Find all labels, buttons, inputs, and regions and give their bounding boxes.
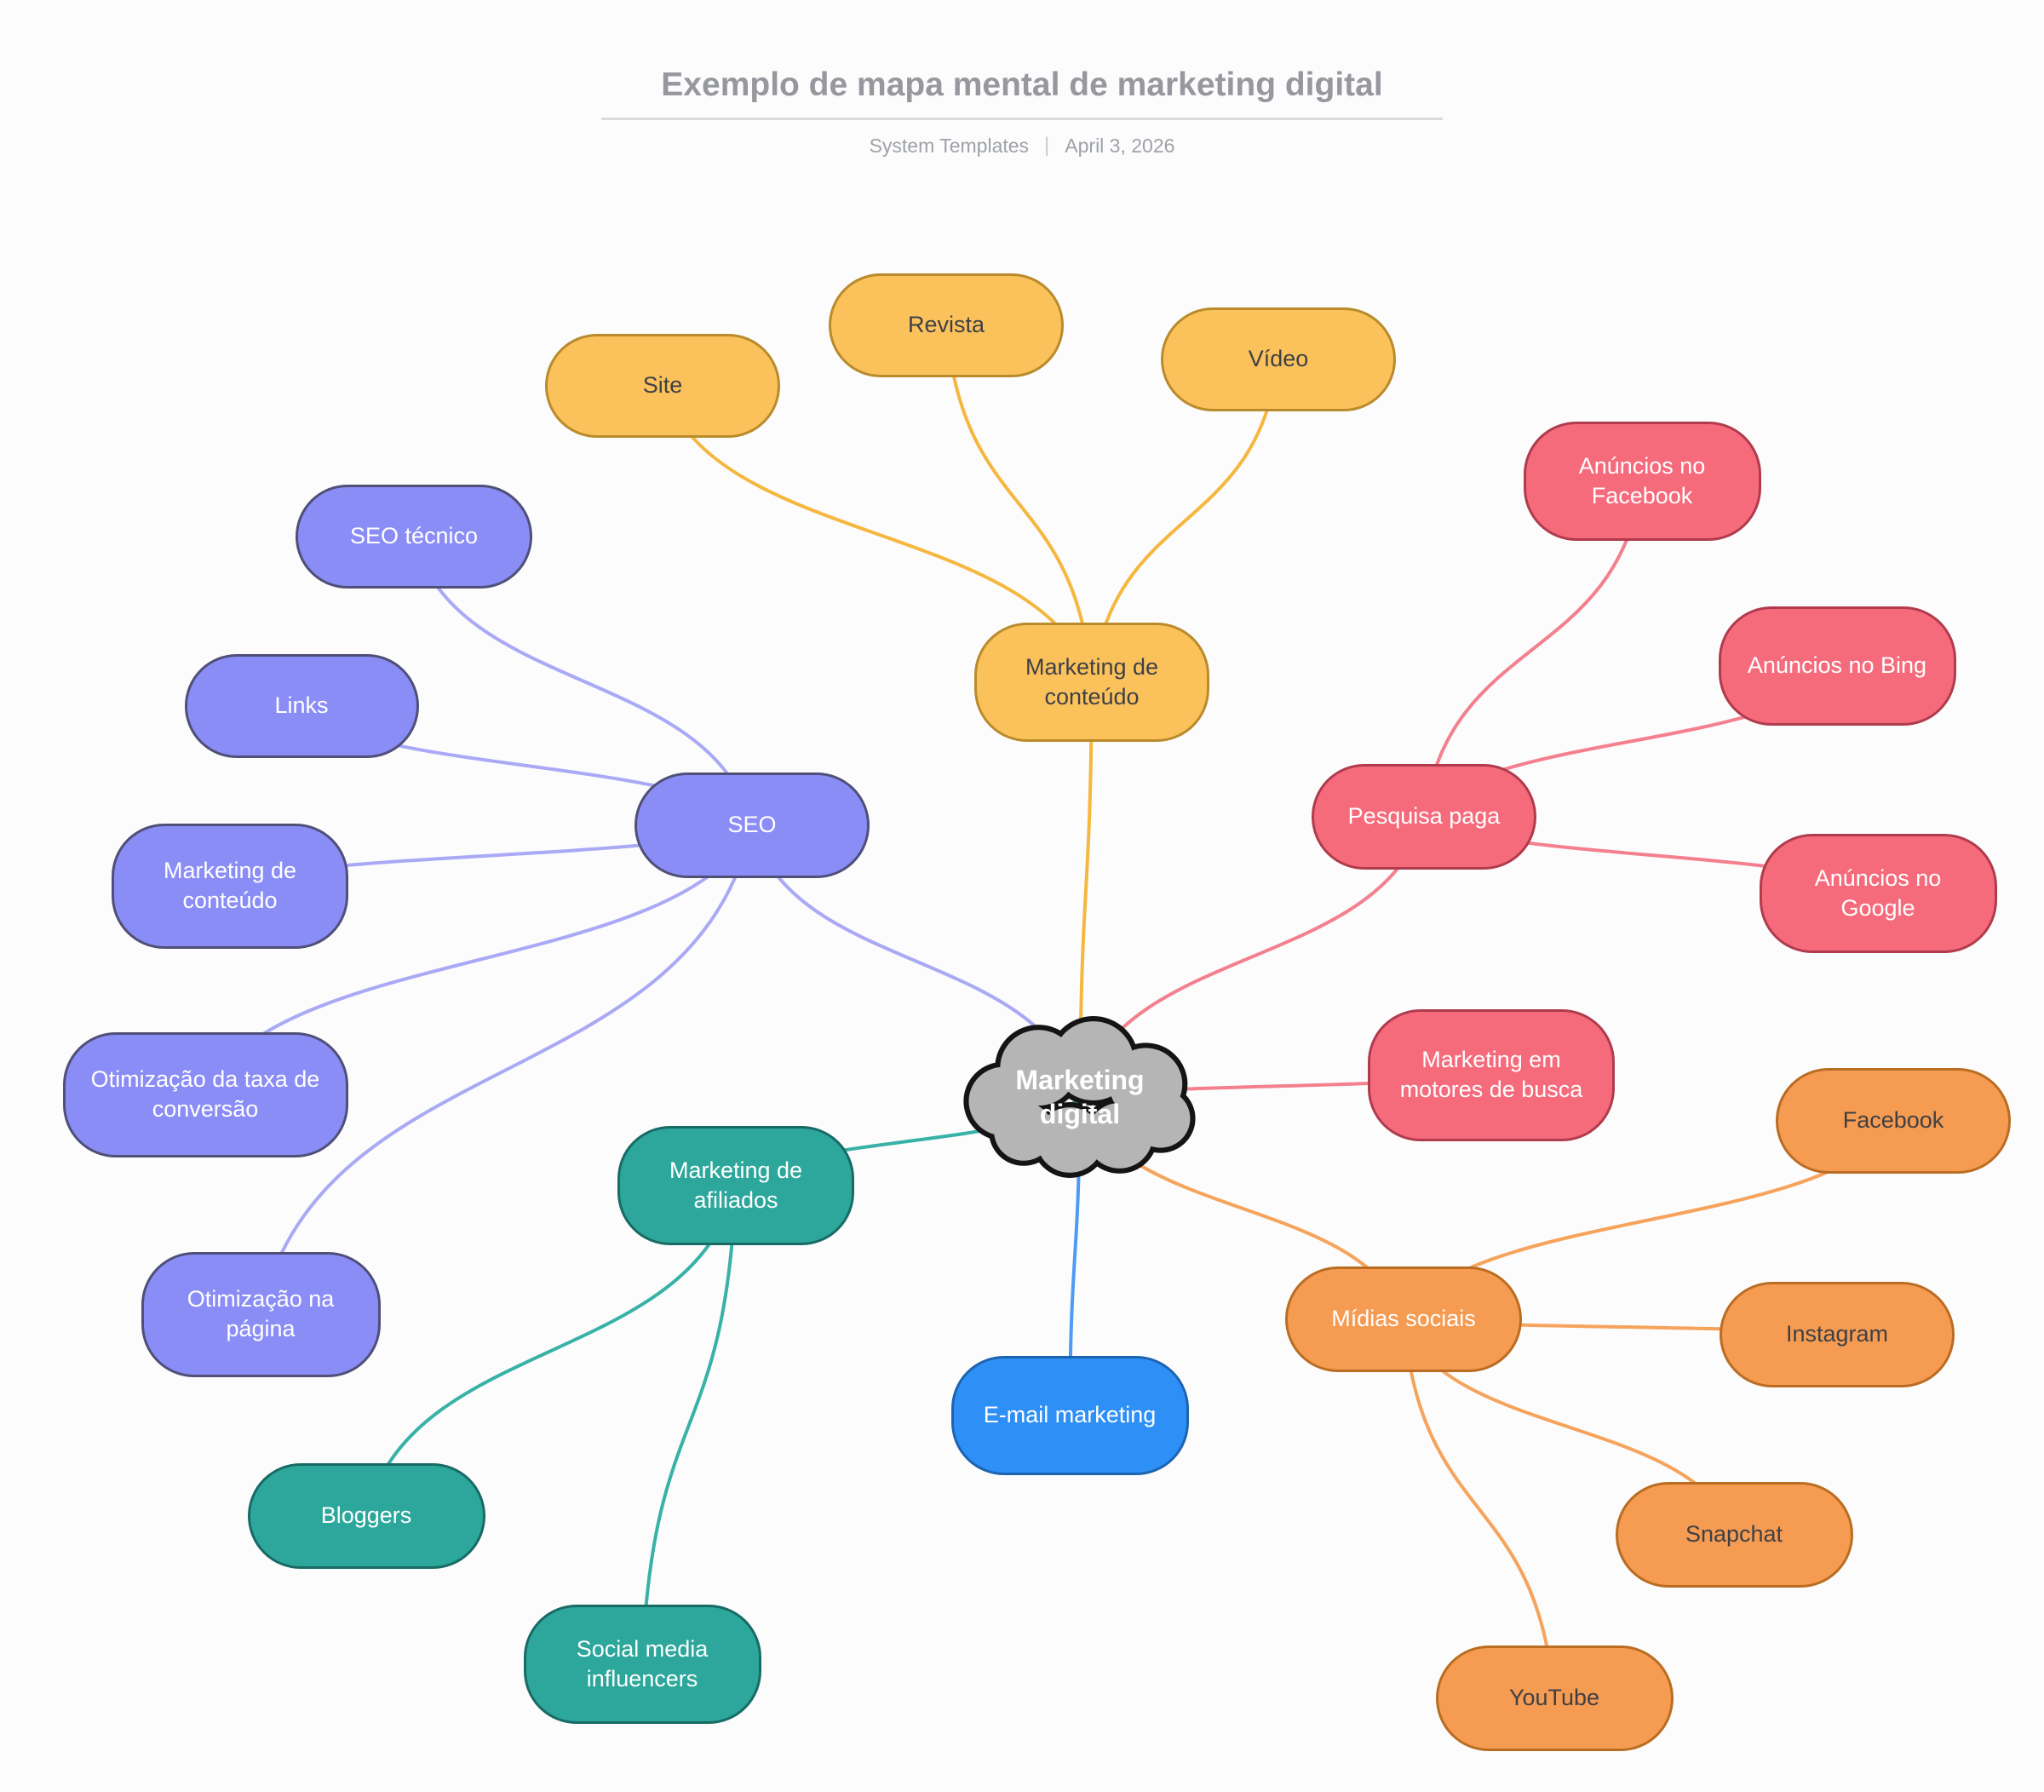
edge-seo-otim-pagina: [259, 824, 754, 1316]
node-revista[interactable]: Revista: [829, 273, 1064, 377]
node-label: Vídeo: [1248, 346, 1309, 372]
node-label: Instagram: [1785, 1321, 1889, 1347]
subtitle-date: April 3, 2026: [1065, 134, 1175, 157]
node-label: SEO: [727, 812, 777, 838]
node-mkt-conteudo-seo[interactable]: Marketing de conteúdo: [112, 823, 348, 949]
edge-center-mkt-conteudo: [1078, 681, 1094, 1099]
node-video[interactable]: Vídeo: [1161, 307, 1396, 411]
node-label: Mídias sociais: [1331, 1306, 1476, 1332]
subtitle-author: System Templates: [869, 134, 1030, 157]
node-afiliados[interactable]: Marketing de afiliados: [617, 1126, 854, 1245]
diagram-subtitle: System Templates | April 3, 2026: [426, 134, 1618, 158]
node-pesquisa[interactable]: Pesquisa paga: [1312, 764, 1536, 870]
node-label: Bloggers: [320, 1502, 412, 1529]
node-email[interactable]: E-mail marketing: [950, 1356, 1189, 1475]
node-bloggers[interactable]: Bloggers: [247, 1463, 485, 1569]
node-label: SEO técnico: [349, 523, 479, 549]
node-snapchat[interactable]: Snapchat: [1615, 1482, 1853, 1588]
edge-midias-youtube: [1402, 1318, 1556, 1700]
node-label: Pesquisa paga: [1347, 803, 1501, 830]
node-label: Marketing de afiliados: [669, 1157, 803, 1213]
node-label: Anúncios no Bing: [1747, 652, 1927, 679]
node-an-google[interactable]: Anúncios no Google: [1759, 834, 1997, 953]
subtitle-separator: |: [1044, 134, 1050, 157]
node-label: Site: [642, 372, 683, 399]
node-seo[interactable]: SEO: [634, 773, 870, 878]
node-label: Snapchat: [1685, 1521, 1783, 1548]
node-links[interactable]: Links: [184, 654, 419, 758]
node-label: Marketing de conteúdo: [1025, 653, 1159, 709]
node-influencers[interactable]: Social media influencers: [523, 1605, 761, 1724]
node-an-facebook[interactable]: Anúncios no Facebook: [1523, 422, 1761, 541]
node-label: Anúncios no Google: [1814, 864, 1942, 921]
node-facebook[interactable]: Facebook: [1776, 1068, 2011, 1174]
node-mkt-motores[interactable]: Marketing em motores de busca: [1368, 1008, 1615, 1141]
node-label: Otimização na página: [187, 1285, 335, 1341]
node-label: Anúncios no Facebook: [1578, 452, 1706, 508]
edge-afiliados-influencers: [640, 1184, 738, 1666]
edge-seo-seo-tecnico: [412, 535, 754, 827]
edge-mkt-conteudo-revista: [944, 324, 1094, 684]
node-site[interactable]: Site: [545, 334, 780, 438]
node-mkt-conteudo[interactable]: Marketing de conteúdo: [974, 623, 1209, 742]
node-center[interactable]: Marketing digital: [950, 1011, 1211, 1183]
node-label: Otimização da taxa de conversão: [90, 1065, 320, 1122]
node-otim-pagina[interactable]: Otimização na página: [141, 1251, 381, 1377]
edge-afiliados-bloggers: [365, 1184, 738, 1518]
node-seo-tecnico[interactable]: SEO técnico: [296, 485, 532, 589]
node-instagram[interactable]: Instagram: [1720, 1282, 1955, 1387]
cloud-shape: [962, 1016, 1196, 1178]
edge-mkt-conteudo-video: [1090, 358, 1280, 684]
node-youtube[interactable]: YouTube: [1435, 1646, 1674, 1751]
node-label: Links: [274, 692, 329, 719]
node-label: Marketing em motores de busca: [1399, 1046, 1583, 1102]
node-otim-taxa[interactable]: Otimização da taxa de conversão: [62, 1031, 348, 1157]
page-title: Exemplo de mapa mental de marketing digi…: [601, 66, 1443, 120]
node-label: Marketing digital: [1015, 1065, 1145, 1129]
node-midias[interactable]: Mídias sociais: [1285, 1266, 1522, 1372]
node-label: Facebook: [1842, 1107, 1944, 1134]
node-label: E-mail marketing: [983, 1402, 1157, 1428]
edge-pesquisa-an-facebook: [1422, 480, 1644, 818]
node-label: Revista: [907, 312, 985, 338]
node-an-bing[interactable]: Anúncios no Bing: [1718, 606, 1956, 726]
diagram-header: Exemplo de mapa mental de marketing digi…: [426, 66, 1618, 158]
node-label: YouTube: [1508, 1685, 1600, 1711]
node-label: Marketing de conteúdo: [163, 857, 297, 913]
node-label: Social media influencers: [576, 1635, 709, 1691]
